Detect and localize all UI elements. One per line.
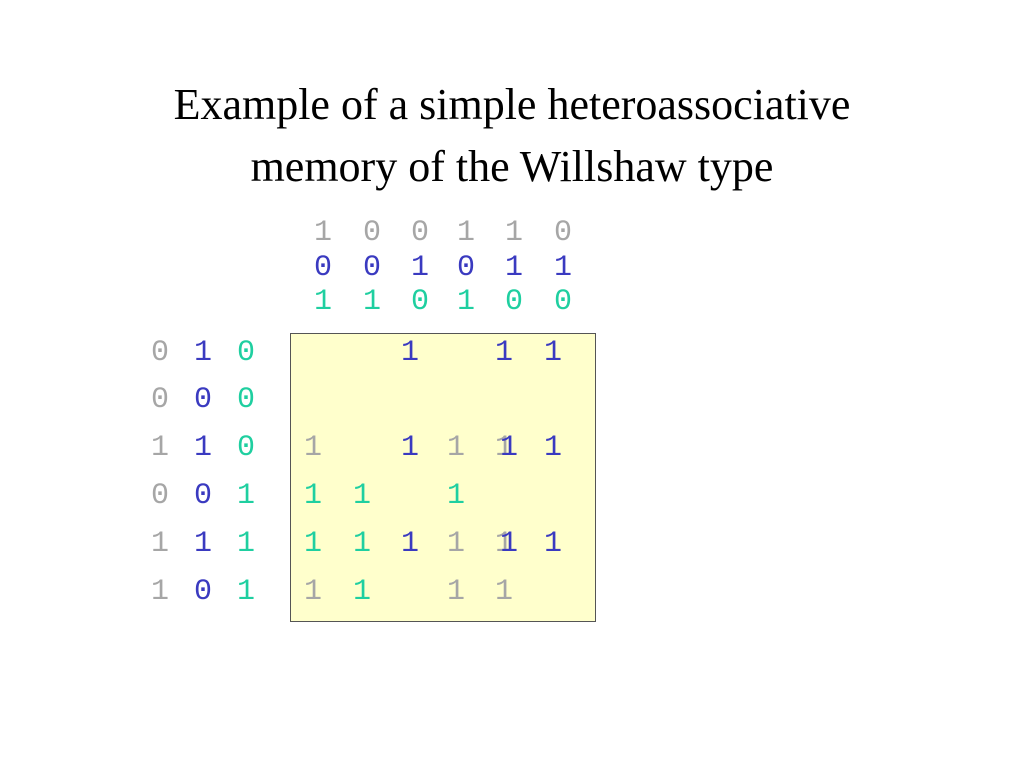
input-pattern-bit: 1 (237, 527, 256, 561)
weight-matrix-entry: 1 (353, 479, 372, 513)
output-pattern-bit: 1 (554, 251, 573, 285)
output-pattern-bit: 0 (314, 251, 333, 285)
weight-matrix-entry: 1 (544, 527, 563, 561)
output-pattern-bit: 1 (505, 251, 524, 285)
weight-matrix-entry: 1 (447, 479, 466, 513)
input-pattern-bit: 1 (151, 431, 170, 465)
output-pattern-bit: 1 (505, 216, 524, 250)
weight-matrix-entry: 1 (495, 527, 514, 561)
weight-matrix-entry: 1 (304, 431, 323, 465)
input-pattern-bit: 1 (194, 336, 213, 370)
weight-matrix-entry: 1 (500, 431, 519, 465)
input-pattern-bit: 0 (151, 383, 170, 417)
weight-matrix-entry: 1 (401, 336, 420, 370)
weight-matrix-entry: 1 (447, 527, 466, 561)
output-pattern-bit: 1 (314, 285, 333, 319)
output-pattern-bit: 1 (314, 216, 333, 250)
input-pattern-bit: 0 (151, 479, 170, 513)
input-pattern-bit: 0 (237, 383, 256, 417)
weight-matrix-entry: 1 (447, 575, 466, 609)
weight-matrix (290, 333, 596, 622)
weight-matrix-entry: 1 (447, 431, 466, 465)
weight-matrix-entry: 1 (500, 527, 519, 561)
output-pattern-bit: 0 (554, 285, 573, 319)
weight-matrix-entry: 1 (495, 336, 514, 370)
weight-matrix-entry: 1 (495, 575, 514, 609)
output-pattern-bit: 0 (505, 285, 524, 319)
input-pattern-bit: 0 (194, 575, 213, 609)
slide-title-line-1: Example of a simple heteroassociative (173, 80, 851, 129)
input-pattern-bit: 1 (237, 575, 256, 609)
input-pattern-bit: 0 (237, 336, 256, 370)
weight-matrix-entry: 1 (544, 431, 563, 465)
weight-matrix-entry: 1 (544, 336, 563, 370)
input-pattern-bit: 1 (237, 479, 256, 513)
weight-matrix-entry: 1 (304, 479, 323, 513)
weight-matrix-entry: 1 (401, 527, 420, 561)
input-pattern-bit: 1 (151, 527, 170, 561)
output-pattern-bit: 0 (363, 216, 382, 250)
input-pattern-bit: 0 (194, 383, 213, 417)
output-pattern-bit: 0 (554, 216, 573, 250)
input-pattern-bit: 0 (194, 479, 213, 513)
weight-matrix-entry: 1 (401, 431, 420, 465)
weight-matrix-entry: 1 (304, 527, 323, 561)
weight-matrix-entry: 1 (304, 575, 323, 609)
input-pattern-bit: 1 (194, 431, 213, 465)
output-pattern-bit: 0 (457, 251, 476, 285)
output-pattern-bit: 1 (363, 285, 382, 319)
output-pattern-bit: 1 (457, 216, 476, 250)
input-pattern-bit: 0 (237, 431, 256, 465)
input-pattern-bit: 1 (151, 575, 170, 609)
output-pattern-bit: 0 (411, 285, 430, 319)
input-pattern-bit: 1 (194, 527, 213, 561)
input-pattern-bit: 0 (151, 336, 170, 370)
output-pattern-bit: 0 (363, 251, 382, 285)
output-pattern-bit: 1 (457, 285, 476, 319)
output-pattern-bit: 0 (411, 216, 430, 250)
output-pattern-bit: 1 (411, 251, 430, 285)
weight-matrix-entry: 1 (353, 575, 372, 609)
weight-matrix-entry: 1 (495, 431, 514, 465)
slide-title-line-2: memory of the Willshaw type (250, 142, 774, 191)
weight-matrix-entry: 1 (353, 527, 372, 561)
